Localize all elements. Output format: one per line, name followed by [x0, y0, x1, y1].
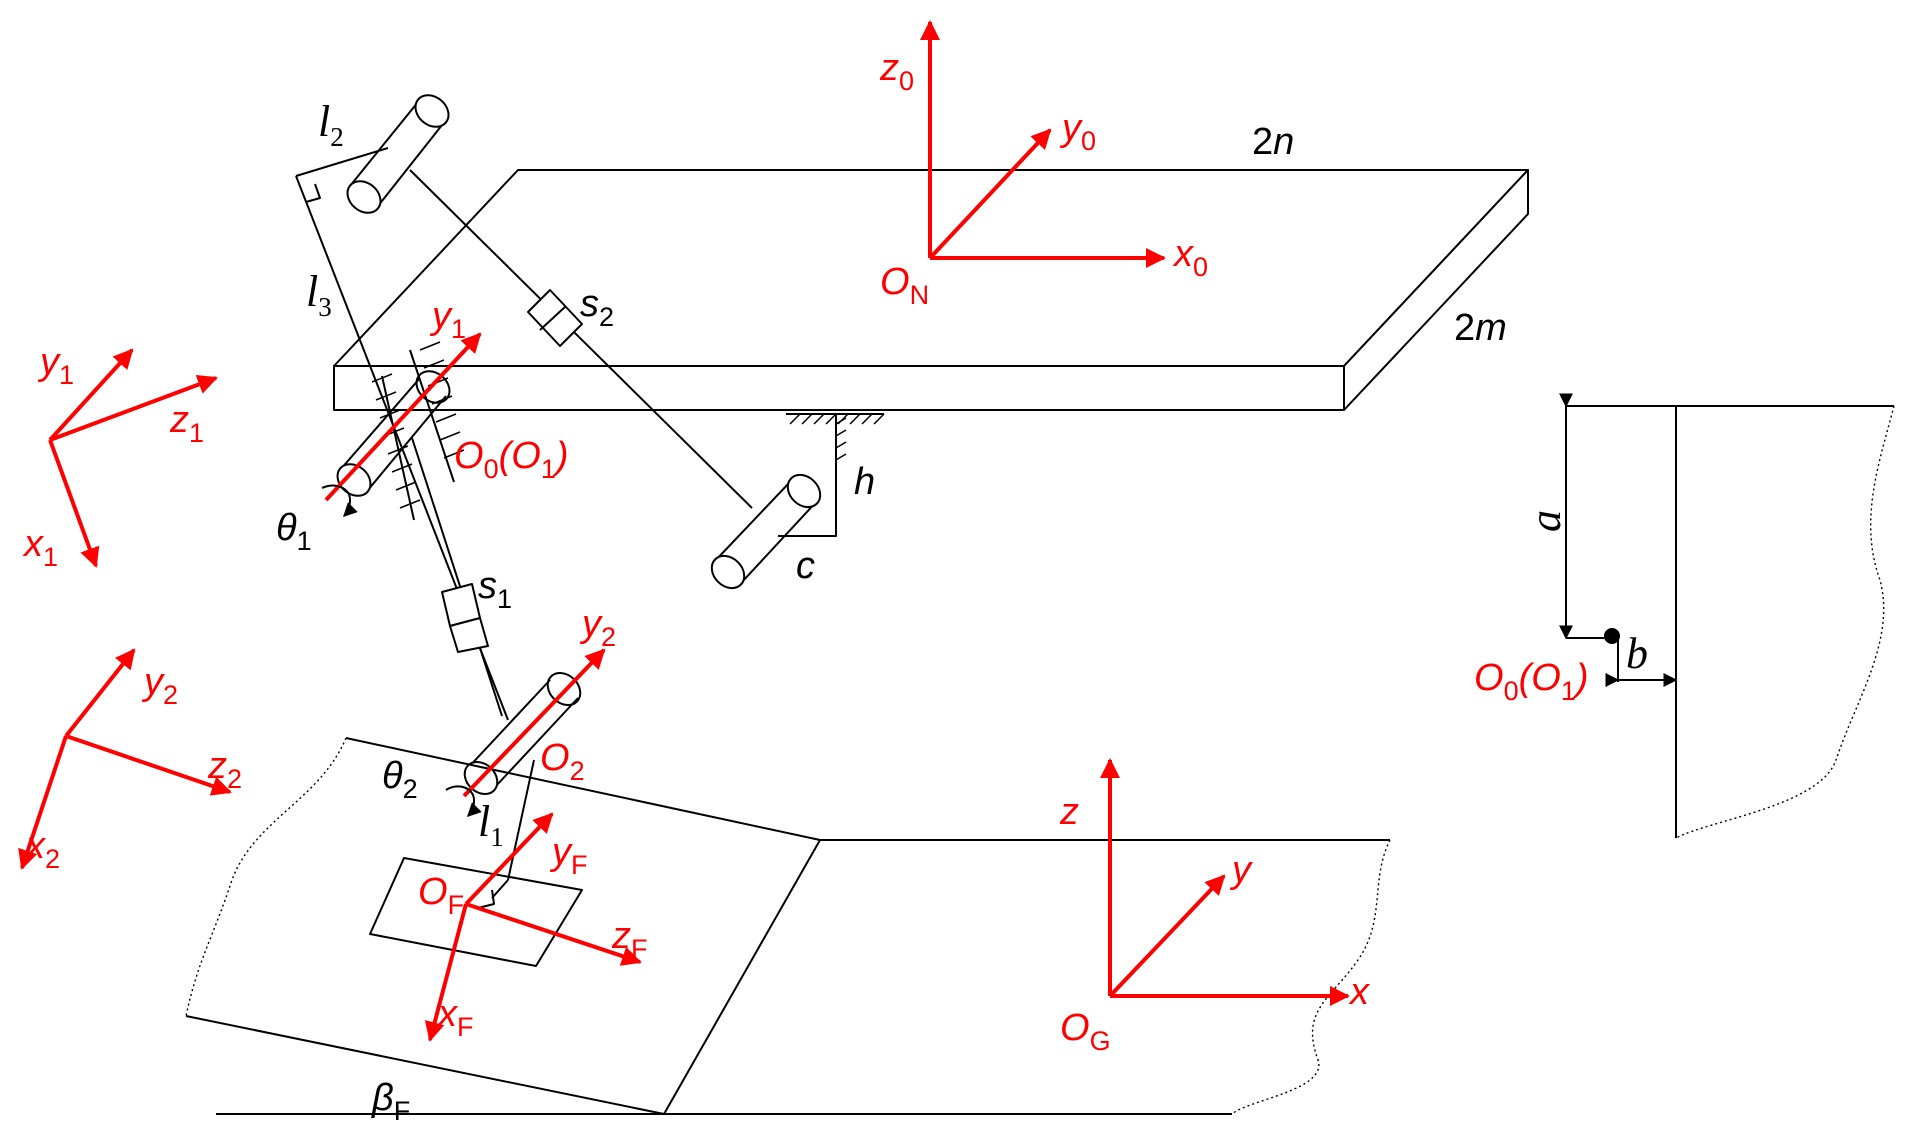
frame-G	[1100, 758, 1350, 1006]
cylinder-right	[710, 473, 822, 590]
label-a: a	[1521, 510, 1570, 532]
label-y: y	[1229, 849, 1253, 891]
label-x0: x0	[1172, 233, 1208, 282]
cylinder-top	[346, 94, 450, 214]
theta2-rotation-arrow	[445, 785, 482, 817]
label-c: c	[796, 545, 815, 587]
label-z0: z0	[879, 47, 914, 96]
h-c-dimension	[778, 462, 837, 537]
label-l1: l1	[478, 797, 504, 852]
label-y0: y0	[1059, 107, 1096, 156]
label-y1-joint: y1	[429, 295, 466, 344]
label-betaF: βF	[371, 1077, 410, 1126]
label-OF: OF	[418, 871, 464, 920]
label-b: b	[1626, 629, 1648, 678]
frame-N	[920, 20, 1166, 268]
label-l3: l3	[306, 267, 332, 322]
label-2m: 2m	[1454, 307, 1507, 349]
terrain	[185, 737, 1391, 1115]
frame-2-joint	[462, 648, 606, 798]
frame-2-iso	[18, 648, 232, 870]
label-s2: s2	[580, 283, 614, 332]
label-layer: z0 y0 x0 ON 2n 2m l2 l3 l1 s2 s1 y1 y2 y…	[22, 47, 1648, 1126]
label-l2: l2	[318, 97, 344, 152]
label-theta1: θ1	[276, 507, 312, 556]
label-s1: s1	[478, 565, 512, 614]
body-plate	[333, 169, 1529, 411]
label-z: z	[1059, 791, 1079, 833]
label-h: h	[854, 461, 875, 503]
label-ON: ON	[880, 261, 929, 310]
frame-F	[424, 812, 642, 1042]
label-O0O1-side: O0(O1)	[1474, 657, 1589, 706]
label-y2-joint: y2	[579, 603, 616, 652]
label-z2: z2	[207, 745, 242, 794]
label-2n: 2n	[1252, 121, 1294, 163]
label-x1: x1	[22, 523, 58, 572]
label-xF: xF	[436, 993, 474, 1042]
label-yF: yF	[549, 831, 588, 880]
theta1-rotation-arrow	[321, 484, 358, 517]
label-y2: y2	[141, 661, 178, 710]
label-z1: z1	[169, 399, 204, 448]
label-OG: OG	[1060, 1007, 1111, 1056]
side-view	[1559, 393, 1895, 839]
label-O2: O2	[540, 737, 585, 786]
label-x: x	[1348, 971, 1371, 1013]
actuator-s2	[527, 289, 583, 347]
frame-1-iso	[48, 348, 218, 568]
joint1-hatching	[371, 341, 465, 521]
cylinder-joint-1	[336, 370, 451, 497]
label-O0O1-joint: O0(O1)	[454, 435, 569, 484]
label-x2: x2	[24, 825, 60, 874]
frame-1-joint	[324, 332, 482, 502]
label-theta2: θ2	[382, 755, 418, 804]
mount-hatching	[786, 413, 885, 462]
label-zF: zF	[611, 915, 648, 964]
label-y1: y1	[37, 341, 74, 390]
foot-right-angle	[477, 889, 495, 909]
actuator-s1	[441, 583, 489, 653]
